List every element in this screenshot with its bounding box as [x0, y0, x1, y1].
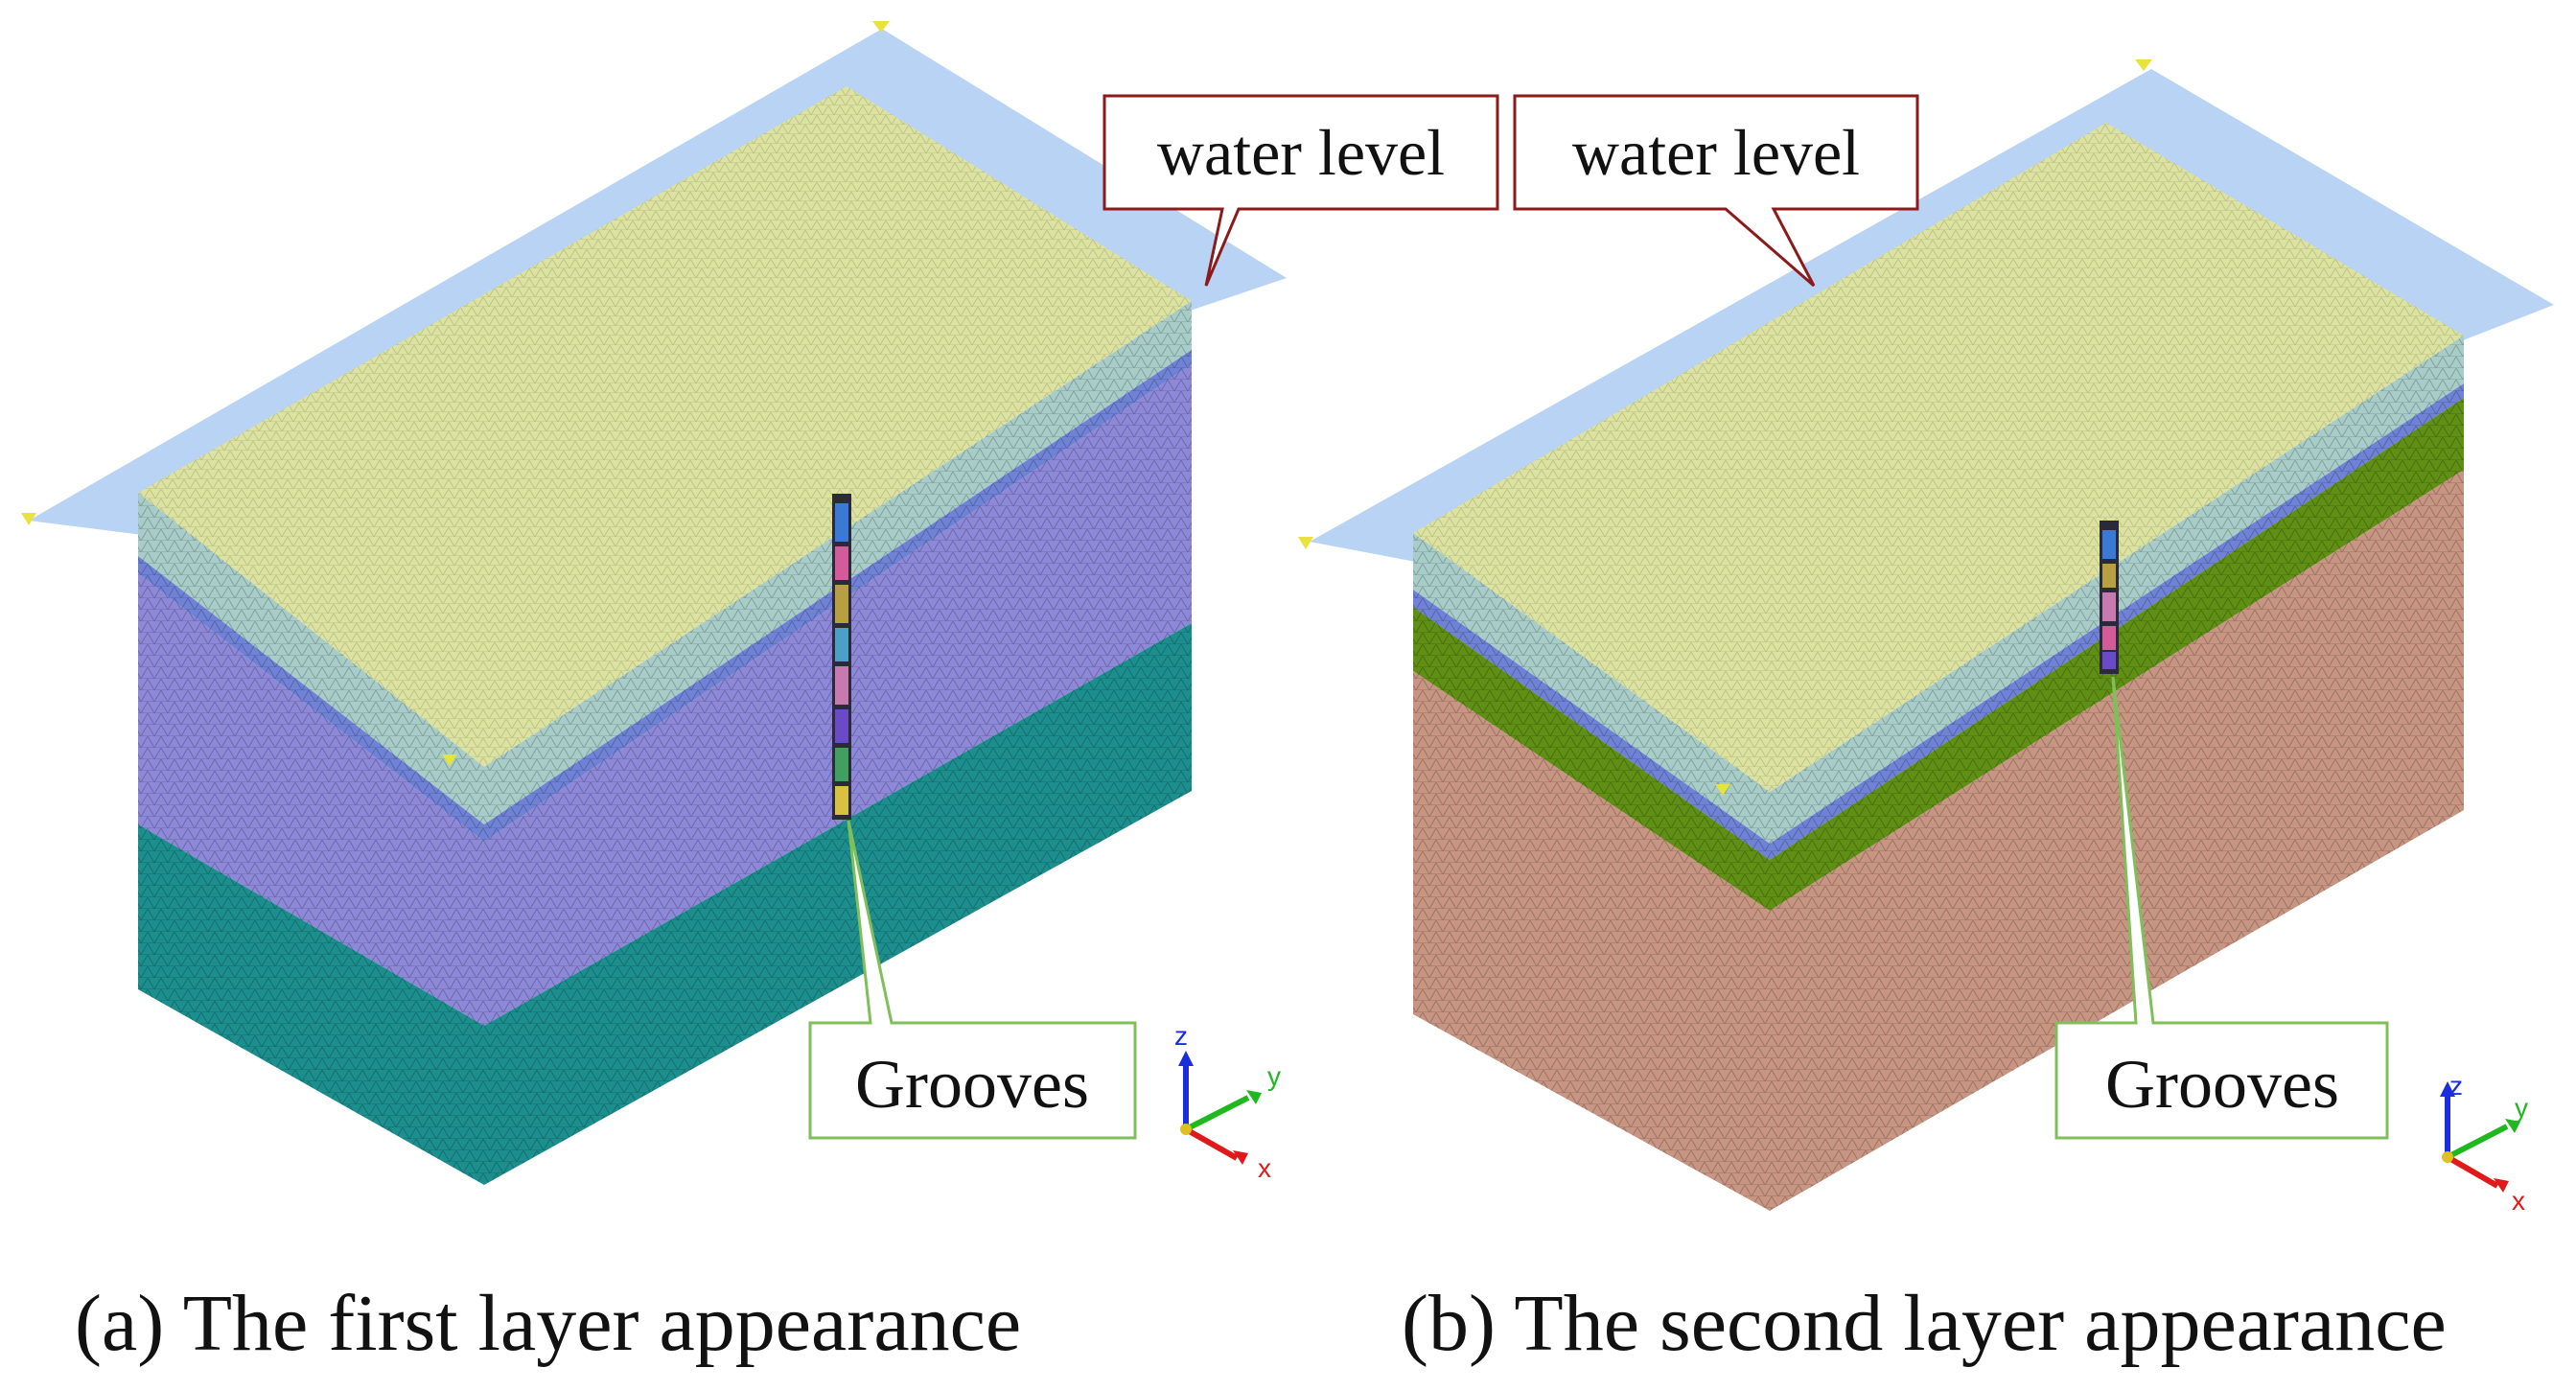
grooves-strip-a: [832, 494, 851, 820]
svg-text:water level: water level: [1572, 116, 1860, 189]
axis-z-label-b: z: [2449, 1071, 2463, 1101]
axis-x-label-a: x: [1258, 1153, 1271, 1183]
water-marker-a-side: [442, 754, 457, 766]
water-marker-b-top: [2135, 59, 2152, 71]
caption-b: (b) The second layer appearance: [1402, 1279, 2447, 1368]
panel-b: water level Grooves z y x (b) The second…: [1298, 59, 2554, 1368]
panel-a: water level Grooves z y x (a) The first …: [21, 21, 1499, 1368]
svg-text:Grooves: Grooves: [2105, 1046, 2339, 1123]
svg-text:Grooves: Grooves: [855, 1046, 1089, 1123]
svg-text:water level: water level: [1157, 116, 1445, 189]
block-top-face-a: [138, 86, 1192, 767]
axis-x-label-b: x: [2512, 1186, 2525, 1216]
water-marker-b-side: [1715, 784, 1730, 796]
axis-triad-a: z y x: [1174, 1021, 1281, 1183]
water-level-callout-b: water level: [1513, 94, 1919, 288]
block-top-face-b: [1413, 123, 2464, 792]
grooves-strip-b: [2100, 521, 2119, 674]
layer-stack-front-a: [138, 493, 484, 1185]
water-marker-b-left: [1298, 537, 1313, 549]
grooves-callout-a: Grooves: [808, 820, 1137, 1140]
axis-y-label-b: y: [2515, 1093, 2528, 1123]
axis-y-label-a: y: [1267, 1061, 1281, 1091]
grooves-callout-b: Grooves: [2054, 676, 2389, 1140]
layer-stack-front-b: [1413, 533, 1770, 1211]
water-marker-a-left: [21, 513, 36, 525]
water-marker-a-top: [872, 21, 890, 33]
axis-z-label-a: z: [1174, 1021, 1188, 1051]
caption-a: (a) The first layer appearance: [75, 1279, 1021, 1368]
axis-triad-b: z y x: [2440, 1071, 2528, 1216]
water-level-callout-a: water level: [1102, 94, 1499, 287]
